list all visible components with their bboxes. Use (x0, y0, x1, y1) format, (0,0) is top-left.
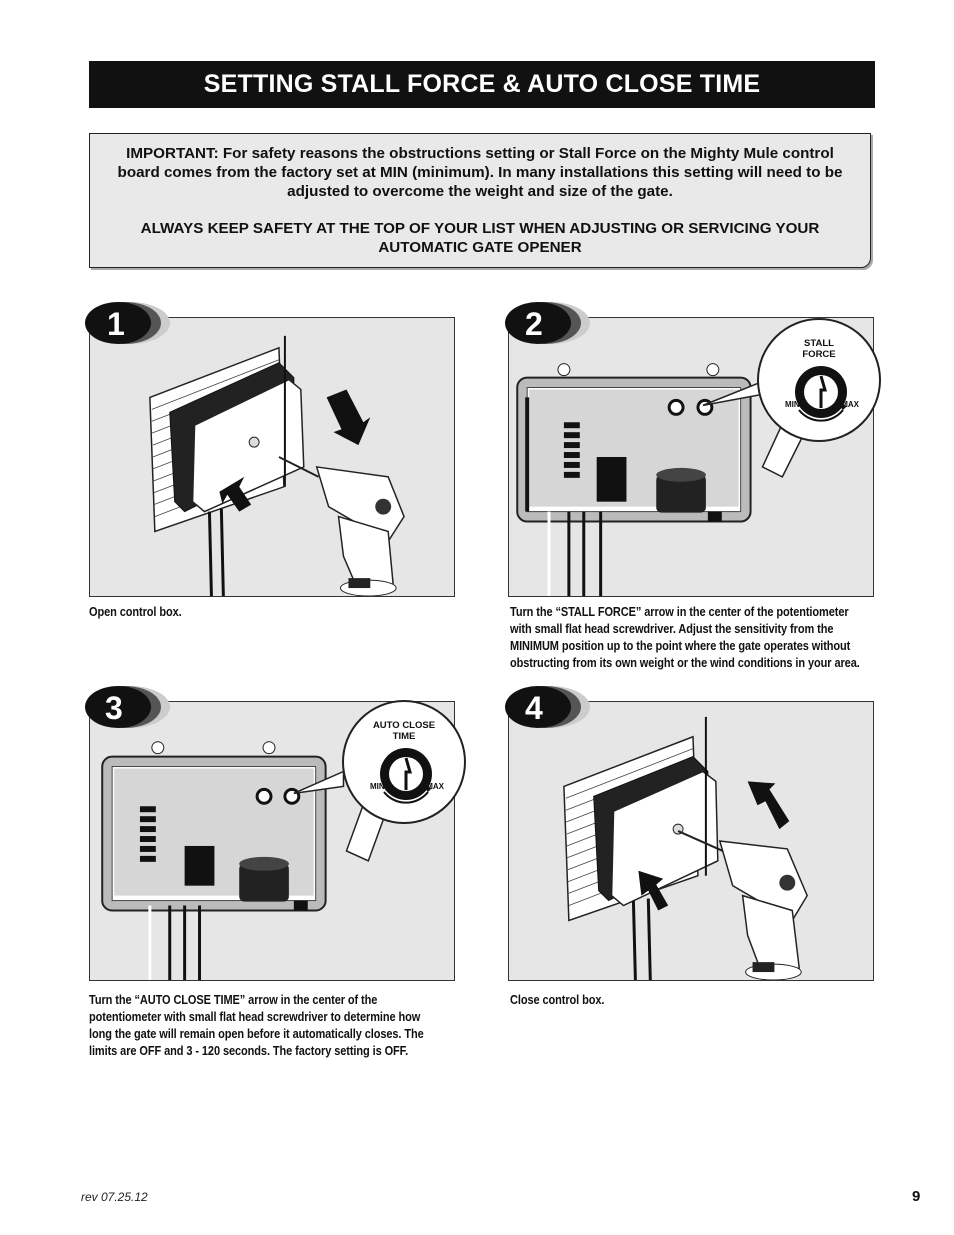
control-board-illustration (101, 741, 400, 980)
control-board-illustration (516, 363, 824, 596)
drill-graphic (278, 456, 405, 596)
drill-graphic (677, 830, 808, 980)
step-3-caption: Turn the “AUTO CLOSE TIME” arrow in the … (89, 993, 424, 1058)
auto-close-time-emphasis: AUTO CLOSE TIME (139, 993, 240, 1007)
stall-force-callout: STALL FORCE MIN MAX (757, 318, 881, 442)
page-number: 9 (912, 1188, 921, 1205)
auto-close-time-callout-title: AUTO CLOSE TIME (372, 720, 436, 742)
step-3-illustration: AUTO CLOSE TIME MIN MAX (89, 700, 466, 981)
stall-force-emphasis: STALL FORCE (560, 605, 636, 619)
min-label: MIN (370, 782, 385, 791)
step-4-caption: Close control box. (510, 993, 605, 1007)
potentiometer-dial-icon (380, 748, 432, 804)
page-title: SETTING STALL FORCE & AUTO CLOSE TIME (203, 70, 761, 98)
max-label: MAX (841, 400, 859, 409)
potentiometer-dial-icon (795, 366, 847, 422)
step-1-caption: Open control box. (89, 605, 182, 619)
stall-force-callout-title: STALL FORCE (802, 338, 836, 360)
step-4-badge: 4 (505, 686, 590, 728)
step-4-number: 4 (525, 690, 543, 726)
important-text: IMPORTANT: For safety reasons the obstru… (117, 145, 843, 200)
important-notice: IMPORTANT: For safety reasons the obstru… (89, 133, 871, 268)
step-1-number: 1 (107, 306, 125, 342)
step-2-number: 2 (525, 306, 543, 342)
revision-date: rev 07.25.12 (81, 1190, 148, 1204)
open-control-box-illustration (149, 335, 405, 596)
safety-warning-text: ALWAYS KEEP SAFETY AT THE TOP OF YOUR LI… (140, 220, 820, 256)
min-label: MIN (785, 400, 800, 409)
step-4-illustration (508, 701, 874, 981)
auto-close-time-callout: AUTO CLOSE TIME MIN MAX (342, 700, 466, 824)
max-label: MAX (426, 782, 444, 791)
step-3-number: 3 (105, 690, 123, 726)
step-2-illustration: STALL FORCE MIN MAX (508, 317, 881, 597)
page-title-bar: SETTING STALL FORCE & AUTO CLOSE TIME (89, 61, 875, 108)
step-2-badge: 2 (505, 302, 590, 344)
step-2-caption: Turn the “STALL FORCE” arrow in the cent… (510, 605, 860, 670)
close-control-box-illustration (563, 716, 808, 980)
step-1-illustration (89, 317, 455, 597)
step-1-badge: 1 (85, 302, 170, 344)
step-3-badge: 3 (85, 686, 170, 728)
